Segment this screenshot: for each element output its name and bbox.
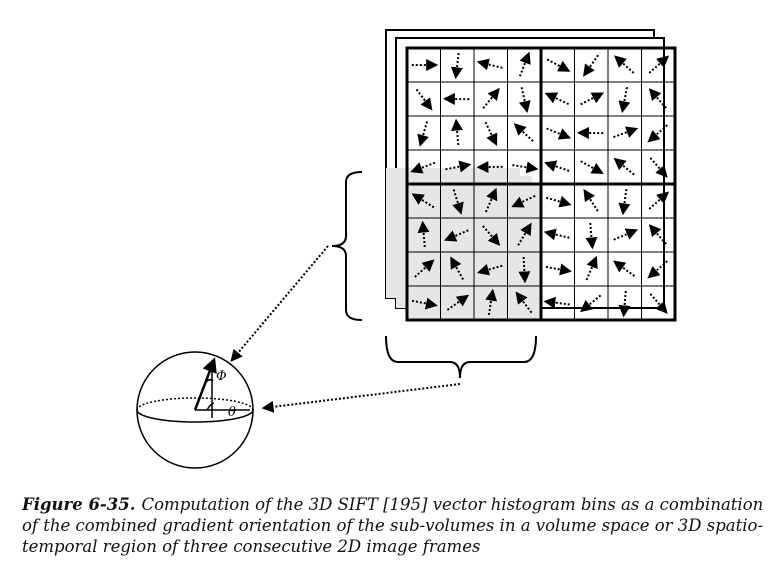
theta-arc bbox=[206, 402, 215, 411]
phi-label: Φ bbox=[216, 369, 227, 384]
gradient-arrow bbox=[648, 191, 670, 210]
gradient-arrow bbox=[476, 263, 503, 276]
connector-arrow-bottom bbox=[261, 383, 461, 413]
gradient-arrow bbox=[518, 256, 531, 284]
gradient-arrow bbox=[484, 187, 498, 213]
front-frame bbox=[405, 46, 677, 322]
gradient-arrow bbox=[648, 224, 667, 245]
gradient-arrow bbox=[613, 260, 636, 277]
gradient-arrow bbox=[544, 160, 570, 172]
gradient-arrow bbox=[648, 88, 667, 109]
gradient-arrow bbox=[545, 263, 572, 276]
gradient-arrow bbox=[546, 127, 572, 140]
gradient-arrow bbox=[414, 259, 435, 278]
sift-diagram: Φ θ bbox=[136, 29, 677, 469]
connector-arrow-left bbox=[230, 245, 329, 362]
gradient-arrow bbox=[583, 188, 599, 212]
sphere-equator-front bbox=[136, 409, 254, 423]
gradient-arrow bbox=[443, 229, 469, 242]
gradient-arrow bbox=[515, 291, 533, 314]
gradient-arrow bbox=[618, 290, 631, 318]
bottom-brace bbox=[385, 335, 537, 379]
gradient-arrow bbox=[647, 260, 668, 279]
gradient-arrow bbox=[452, 189, 464, 215]
figure-caption-text: Computation of the 3D SIFT [195] vector … bbox=[22, 495, 764, 556]
gradient-arrow bbox=[415, 88, 433, 111]
gradient-arrow bbox=[451, 118, 464, 146]
theta-label: θ bbox=[228, 405, 236, 420]
figure-label: Figure 6-35. bbox=[22, 495, 136, 514]
gradient-arrow bbox=[614, 55, 635, 74]
gradient-arrow bbox=[649, 157, 668, 178]
gradient-arrow bbox=[648, 55, 670, 74]
phi-arc bbox=[205, 378, 214, 383]
gradient-arrow bbox=[618, 188, 631, 216]
figure-caption: Figure 6-35.Computation of the 3D SIFT [… bbox=[22, 494, 772, 557]
sphere-equator-back bbox=[136, 397, 254, 411]
left-brace bbox=[331, 171, 363, 321]
gradient-arrow bbox=[613, 157, 635, 176]
gradient-arrow bbox=[476, 58, 503, 71]
gradient-arrow bbox=[647, 124, 668, 143]
gradient-arrow bbox=[482, 225, 501, 246]
gradient-arrow bbox=[618, 87, 631, 114]
gradient-arrow bbox=[580, 294, 602, 313]
gradient-arrow bbox=[543, 296, 570, 309]
gradient-arrow bbox=[545, 195, 572, 208]
orientation-sphere bbox=[136, 351, 254, 469]
gradient-arrow bbox=[518, 51, 531, 77]
gradient-arrow bbox=[585, 222, 598, 250]
gradient-arrow bbox=[649, 293, 668, 314]
vector-arrow bbox=[193, 357, 217, 411]
gradient-arrow bbox=[450, 256, 464, 280]
gradient-arrow bbox=[613, 228, 639, 241]
gradient-arrow bbox=[417, 220, 430, 248]
gradient-arrow bbox=[512, 161, 539, 174]
gradient-arrow bbox=[485, 288, 498, 316]
gradient-arrow bbox=[410, 161, 436, 174]
gradient-arrow bbox=[484, 121, 498, 146]
gradient-arrow bbox=[446, 294, 470, 311]
